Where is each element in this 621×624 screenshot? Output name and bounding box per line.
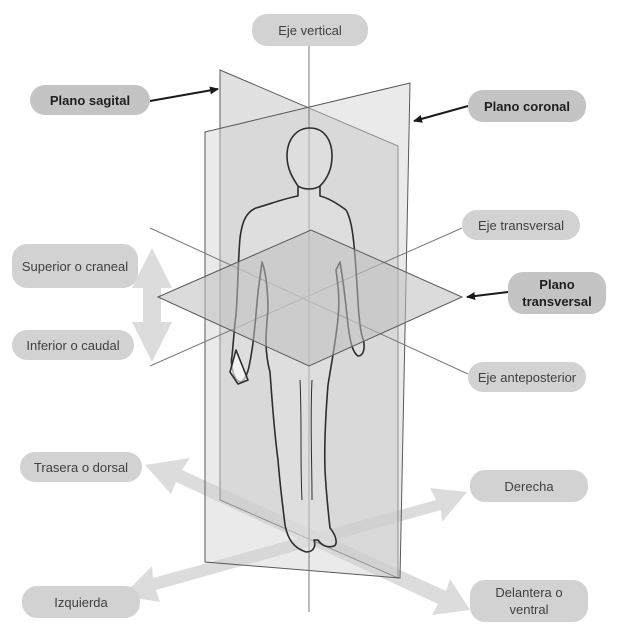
- coronal-pointer-arrow: [414, 106, 468, 121]
- izquierda-label: Izquierda: [22, 586, 140, 618]
- plano-transversal-label: Plano transversal: [508, 272, 606, 314]
- delantera-ventral-label: Delantera o ventral: [470, 580, 588, 622]
- eje-anteposterior-label: Eje anteposterior: [468, 362, 586, 392]
- superior-craneal-label: Superior o craneal: [12, 244, 138, 288]
- derecha-label: Derecha: [470, 470, 588, 502]
- superior-inferior-arrow: [132, 248, 172, 362]
- eje-transversal-label: Eje transversal: [462, 210, 580, 240]
- plano-coronal-label: Plano coronal: [468, 90, 586, 122]
- inferior-caudal-label: Inferior o caudal: [12, 330, 134, 360]
- trasera-dorsal-label: Trasera o dorsal: [20, 452, 142, 482]
- transversal-plane: [158, 230, 462, 366]
- plano-sagital-label: Plano sagital: [30, 85, 150, 115]
- eje-vertical-label: Eje vertical: [252, 14, 368, 46]
- transversal-pointer-arrow: [467, 292, 508, 297]
- sagittal-pointer-arrow: [150, 89, 218, 101]
